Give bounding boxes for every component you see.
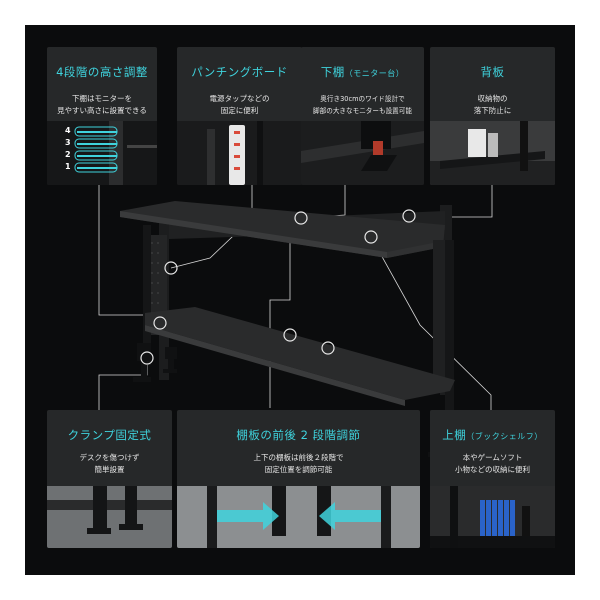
- panel-title: 上棚（ブックシェルフ）: [430, 427, 555, 443]
- back-board-photo: [430, 121, 555, 185]
- desk-shelf-illustration: [120, 201, 455, 457]
- title-main: 上棚: [442, 428, 467, 442]
- arrow-right-icon: [217, 502, 279, 530]
- upper-shelf-photo: [430, 486, 555, 548]
- panel-description: 収納物の 落下防止に: [473, 94, 512, 115]
- two-step-adjust-photo: [177, 486, 420, 548]
- right-punching-panel: [433, 240, 447, 380]
- panel-description: 本やゲームソフト 小物などの収納に便利: [455, 453, 530, 474]
- height-adjust-photo: 4 3 2 1: [47, 121, 157, 185]
- arrow-left-icon: [319, 502, 381, 530]
- upper-shelf-board: [120, 201, 445, 258]
- panel-description: 上下の棚板は前後２段階で 固定位置を調節可能: [253, 453, 344, 474]
- panel-title: パンチングボード: [191, 65, 288, 79]
- panel-description: デスクを傷つけず 簡単設置: [79, 453, 140, 474]
- clamp-photo: [47, 486, 172, 548]
- title-sub: （ブックシェルフ）: [466, 432, 543, 441]
- lower-shelf-board: [145, 307, 455, 400]
- level-label: 1: [65, 162, 71, 171]
- panel-back-board: 背板 収納物の 落下防止に: [430, 47, 555, 185]
- right-front-post: [445, 240, 454, 430]
- panel-title: 背板: [480, 65, 505, 79]
- title-sub: （モニター台）: [344, 69, 405, 78]
- panel-title: 棚板の前後 2 段階調節: [236, 428, 361, 442]
- panel-description: 下棚はモニターを 見やすい高さに設置できる: [57, 94, 147, 115]
- lower-shelf-photo: [301, 121, 424, 185]
- level-label: 2: [65, 150, 71, 159]
- panel-title: クランプ固定式: [67, 428, 152, 442]
- panel-title: 下棚（モニター台）: [301, 64, 424, 80]
- panel-height-adjust: 4段階の高さ調整 下棚はモニターを 見やすい高さに設置できる 4 3 2 1: [47, 47, 157, 185]
- panel-lower-shelf: 下棚（モニター台） 奥行き30cmのワイド設計で 脚部の大きなモニターも設置可能: [301, 47, 424, 185]
- left-clamps: [133, 343, 177, 382]
- level-label: 4: [65, 126, 71, 135]
- product-infographic: 4段階の高さ調整 下棚はモニターを 見やすい高さに設置できる 4 3 2 1: [25, 25, 575, 575]
- left-punching-panel: [147, 235, 167, 335]
- panel-clamp: クランプ固定式 デスクを傷つけず 簡単設置: [47, 410, 172, 548]
- level-label: 3: [65, 138, 71, 147]
- panel-description: 奥行き30cmのワイド設計で 脚部の大きなモニターも設置可能: [313, 95, 412, 115]
- panel-two-step-adjust: 棚板の前後 2 段階調節 上下の棚板は前後２段階で 固定位置を調節可能: [177, 410, 420, 548]
- panel-description: 電源タップなどの 固定に便利: [209, 94, 270, 115]
- panel-upper-shelf: 上棚（ブックシェルフ） 本やゲームソフト 小物などの収納に便利: [430, 410, 555, 548]
- panel-title: 4段階の高さ調整: [56, 65, 148, 79]
- punching-board-photo: [177, 121, 302, 185]
- left-front-post: [143, 225, 151, 365]
- title-main: 下棚: [320, 65, 345, 79]
- panel-punching-board: パンチングボード 電源タップなどの 固定に便利: [177, 47, 302, 185]
